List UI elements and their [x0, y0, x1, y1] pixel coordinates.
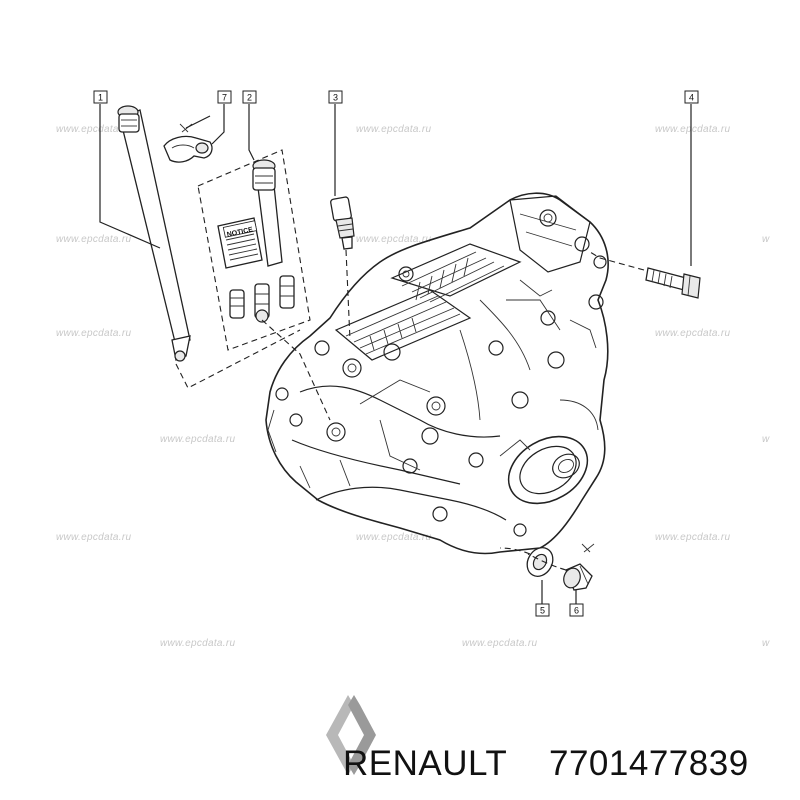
- watermark-text: www.epcdata.ru: [655, 532, 730, 543]
- part-6-plug: [563, 543, 595, 591]
- callout-label: 6: [574, 606, 579, 616]
- callout-label: 2: [247, 93, 252, 103]
- callout-box: 4: [684, 90, 699, 104]
- watermark-text: www.epcdata.ru: [655, 328, 730, 339]
- watermark-text: w: [762, 638, 770, 649]
- watermark-text: www.epcdata.ru: [160, 638, 235, 649]
- watermark-text: www.epcdata.ru: [56, 234, 131, 245]
- watermark-text: www.epcdata.ru: [356, 124, 431, 135]
- watermark-text: www.epcdata.ru: [56, 328, 131, 339]
- callout-label: 5: [540, 606, 545, 616]
- watermark-text: w: [762, 434, 770, 445]
- watermark-text: www.epcdata.ru: [160, 434, 235, 445]
- callout-box: 2: [242, 90, 257, 104]
- part-2-kit: NOTICE: [197, 149, 311, 351]
- renault-diamond-icon: [326, 695, 376, 775]
- part-7-clip: [163, 115, 213, 163]
- caption-part-number: 7701477839: [549, 744, 749, 783]
- watermark-text: www.epcdata.ru: [56, 124, 131, 135]
- callout-box: 5: [535, 603, 550, 617]
- part-1-dipstick-tube: [117, 105, 191, 362]
- watermark-text: w: [762, 234, 770, 245]
- watermarks: www.epcdata.ru www.epcdata.ru www.epcdat…: [56, 124, 770, 649]
- part-4-bolt: [645, 267, 701, 299]
- callout-box: 7: [217, 90, 232, 104]
- caption-brand: RENAULT: [343, 744, 507, 783]
- callout-label: 1: [98, 93, 103, 103]
- watermark-text: www.epcdata.ru: [462, 638, 537, 649]
- callout-box: 3: [328, 90, 343, 104]
- watermark-text: www.epcdata.ru: [356, 532, 431, 543]
- part-5-washer: [526, 547, 554, 577]
- watermark-text: www.epcdata.ru: [356, 234, 431, 245]
- gearbox-housing: [265, 192, 609, 555]
- leader-lines: [99, 104, 692, 604]
- callout-label: 4: [689, 93, 694, 103]
- callout-label: 3: [333, 93, 338, 103]
- part-3-sensor: [330, 196, 355, 250]
- callout-box: 6: [569, 603, 584, 617]
- callout-box: 1: [93, 90, 108, 104]
- watermark-text: www.epcdata.ru: [655, 124, 730, 135]
- watermark-text: www.epcdata.ru: [56, 532, 131, 543]
- callout-label: 7: [222, 93, 227, 103]
